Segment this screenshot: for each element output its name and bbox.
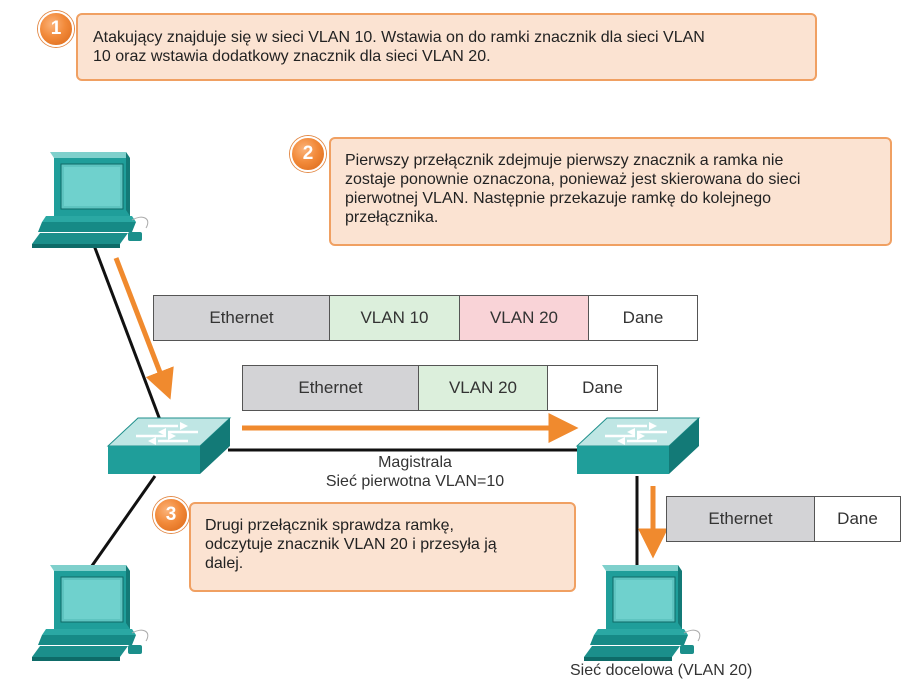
frame-cell-ethernet: Ethernet bbox=[154, 296, 330, 340]
step-3-badge: 3 bbox=[153, 497, 189, 533]
destination-label: Sieć docelowa (VLAN 20) bbox=[570, 662, 753, 679]
frame-untagged: Ethernet Dane bbox=[666, 496, 901, 542]
step-2-badge: 2 bbox=[290, 136, 326, 172]
cable-switch1-pc2 bbox=[80, 475, 157, 581]
callout-2-line-4: przełącznika. bbox=[345, 209, 439, 226]
callout-step-1: Atakujący znajduje się w sieci VLAN 10. … bbox=[76, 13, 817, 81]
callout-2-line-1: Pierwszy przełącznik zdejmuje pierwszy z… bbox=[345, 152, 784, 169]
frame-cell-vlan20: VLAN 20 bbox=[460, 296, 589, 340]
callout-3-line-2: odczytuje znacznik VLAN 20 i przesyła ją bbox=[205, 536, 497, 553]
trunk-label: Magistrala Sieć pierwotna VLAN=10 bbox=[295, 453, 535, 491]
switch-icon-first bbox=[106, 416, 232, 476]
destination-computer-icon bbox=[583, 564, 701, 662]
frame-cell-data: Dane bbox=[548, 366, 657, 410]
attacker-computer-icon bbox=[31, 151, 149, 249]
arrow-icon-to-switch1 bbox=[113, 257, 174, 400]
callout-step-2: Pierwszy przełącznik zdejmuje pierwszy z… bbox=[329, 137, 892, 246]
frame-cell-vlan10: VLAN 10 bbox=[330, 296, 460, 340]
frame-cell-ethernet: Ethernet bbox=[667, 497, 815, 541]
frame-cell-data: Dane bbox=[815, 497, 900, 541]
frame-cell-ethernet: Ethernet bbox=[243, 366, 419, 410]
frame-single-tagged: Ethernet VLAN 20 Dane bbox=[242, 365, 658, 411]
frame-cell-vlan20: VLAN 20 bbox=[419, 366, 548, 410]
callout-1-line-1: Atakujący znajduje się w sieci VLAN 10. … bbox=[93, 29, 705, 46]
callout-3-line-3: dalej. bbox=[205, 555, 244, 572]
callout-3-line-1: Drugi przełącznik sprawdza ramkę, bbox=[205, 517, 454, 534]
callout-1-line-2: 10 oraz wstawia dodatkowy znacznik dla s… bbox=[93, 48, 491, 65]
frame-cell-data: Dane bbox=[589, 296, 697, 340]
callout-step-3: Drugi przełącznik sprawdza ramkę, odczyt… bbox=[189, 502, 576, 592]
trunk-label-line-2: Sieć pierwotna VLAN=10 bbox=[325, 473, 505, 490]
cable-pc1-switch1 bbox=[90, 239, 162, 421]
step-1-badge: 1 bbox=[38, 11, 74, 47]
frame-double-tagged: Ethernet VLAN 10 VLAN 20 Dane bbox=[153, 295, 698, 341]
switch-icon-second bbox=[575, 416, 701, 476]
callout-2-line-3: pierwotnej VLAN. Następnie przekazuje ra… bbox=[345, 190, 772, 207]
callout-2-line-2: zostaje ponownie oznaczona, ponieważ jes… bbox=[345, 171, 801, 188]
trunk-label-line-1: Magistrala bbox=[378, 454, 452, 471]
computer-icon-bottom-left bbox=[31, 564, 149, 662]
